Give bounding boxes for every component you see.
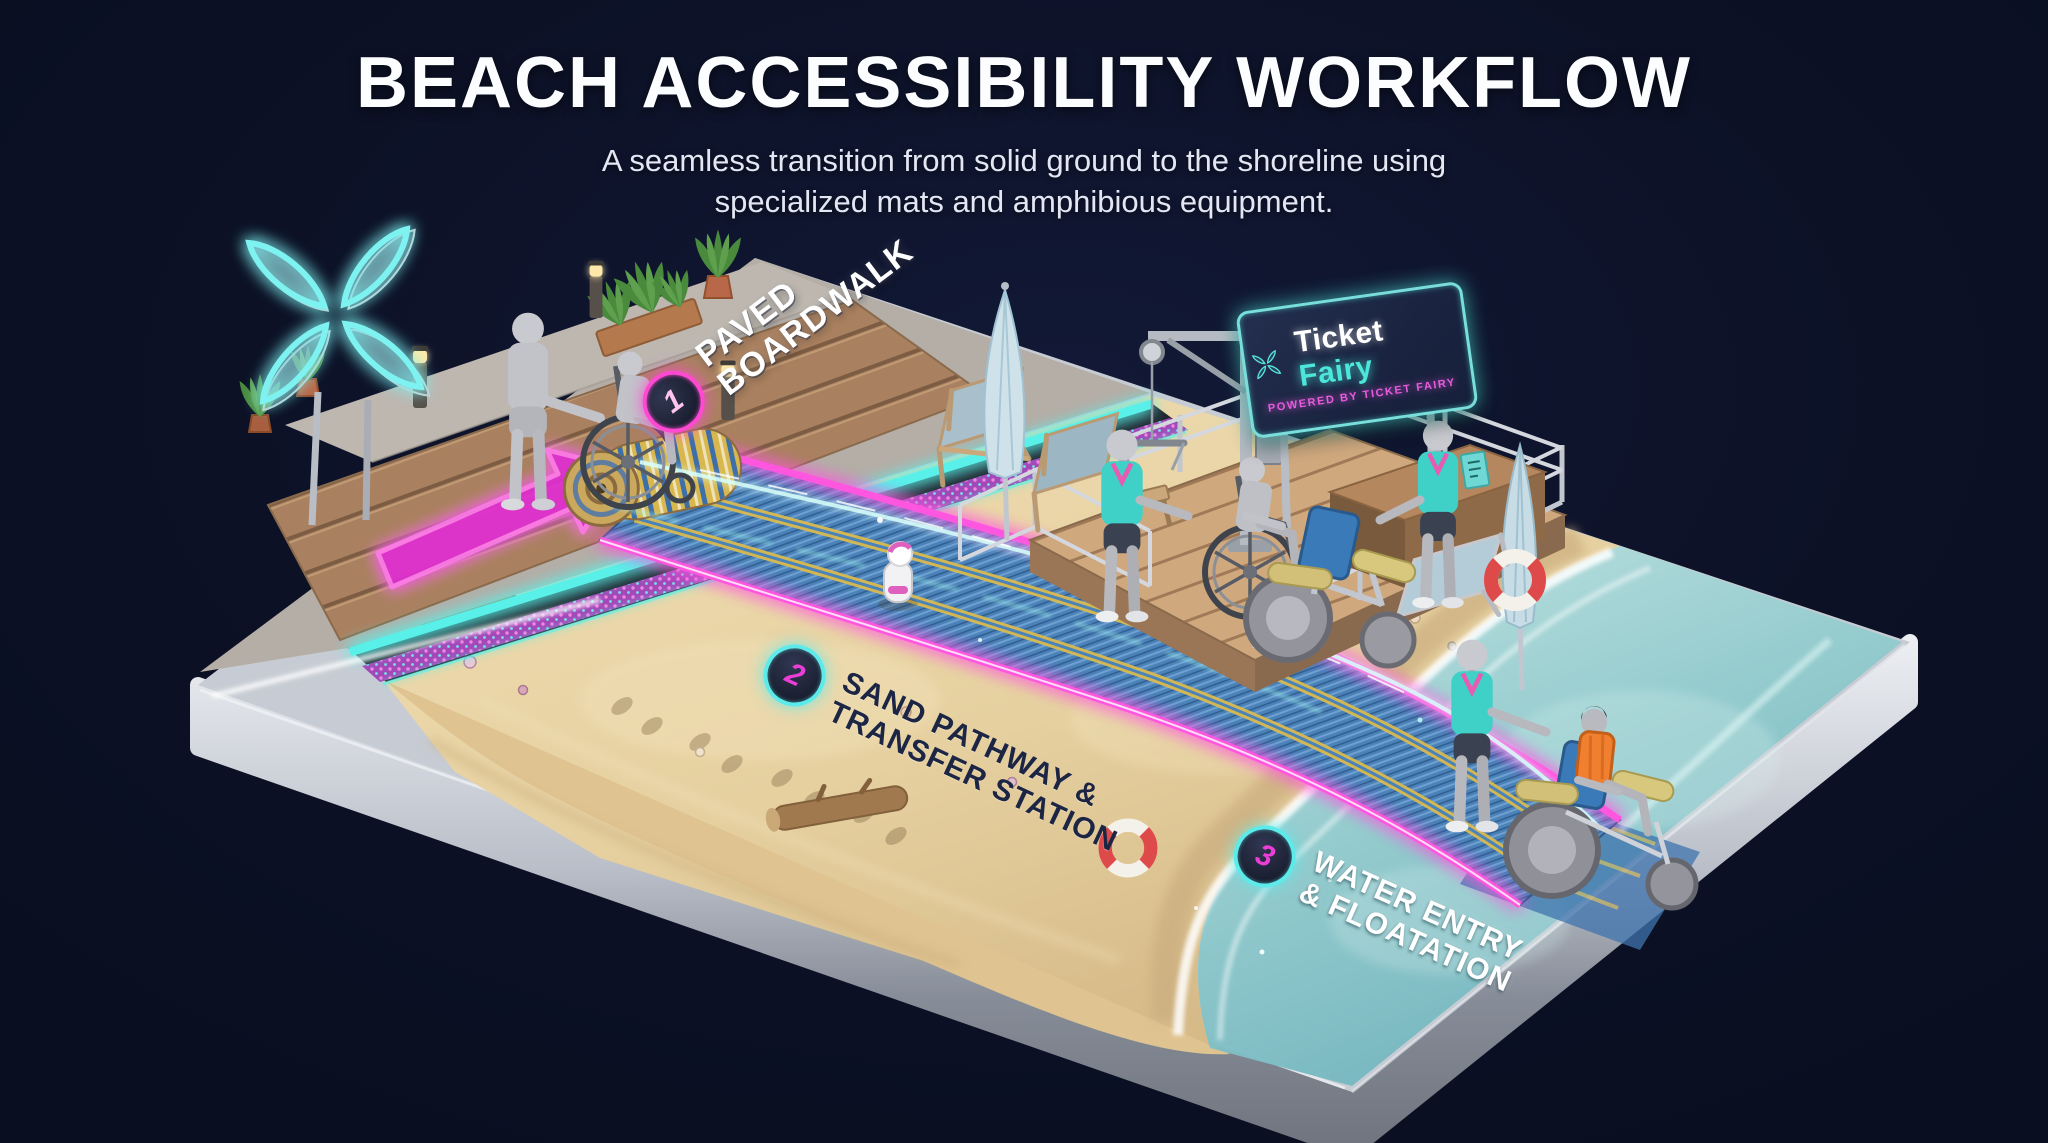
potted-plant bbox=[239, 373, 281, 433]
page-title: BEACH ACCESSIBILITY WORKFLOW bbox=[356, 43, 1692, 123]
staff-pushing-amphibious-wheelchair bbox=[1446, 640, 1699, 911]
seashells bbox=[463, 612, 1457, 788]
bollard-light bbox=[589, 261, 604, 318]
sign-brand-word-1: Ticket bbox=[1292, 314, 1386, 360]
closed-beach-umbrella bbox=[1501, 441, 1538, 691]
staff-member-at-kiosk bbox=[1375, 421, 1464, 609]
step-1-number: 1 bbox=[656, 383, 690, 420]
subtitle-line-1: A seamless transition from solid ground … bbox=[601, 143, 1447, 178]
floating-wheelchair-rider bbox=[1503, 705, 1699, 911]
ticket-fairy-logo-icon bbox=[1251, 349, 1282, 380]
closed-beach-umbrella bbox=[983, 282, 1026, 541]
staff-member-at-hoist bbox=[1096, 430, 1193, 623]
planter-box bbox=[584, 253, 703, 357]
ticket-fairy-sign: Ticket Fairy POWERED BY TICKET FAIRY bbox=[1235, 280, 1479, 440]
wheelchair-user-on-deck bbox=[1205, 457, 1315, 617]
assistance-robot bbox=[878, 541, 918, 611]
step-3-number: 3 bbox=[1250, 837, 1280, 875]
neon-butterfly-logo bbox=[240, 221, 439, 526]
potted-plant bbox=[695, 229, 741, 299]
header: BEACH ACCESSIBILITY WORKFLOW A seamless … bbox=[0, 42, 2048, 222]
amphibious-beach-wheelchair bbox=[1243, 505, 1417, 669]
kiosk-flyer bbox=[1459, 450, 1491, 490]
caregiver-pushing-wheelchair bbox=[501, 313, 693, 511]
page-subtitle: A seamless transition from solid ground … bbox=[0, 140, 2048, 222]
step-2-number: 2 bbox=[780, 656, 810, 694]
subtitle-line-2: specialized mats and amphibious equipmen… bbox=[714, 184, 1334, 219]
